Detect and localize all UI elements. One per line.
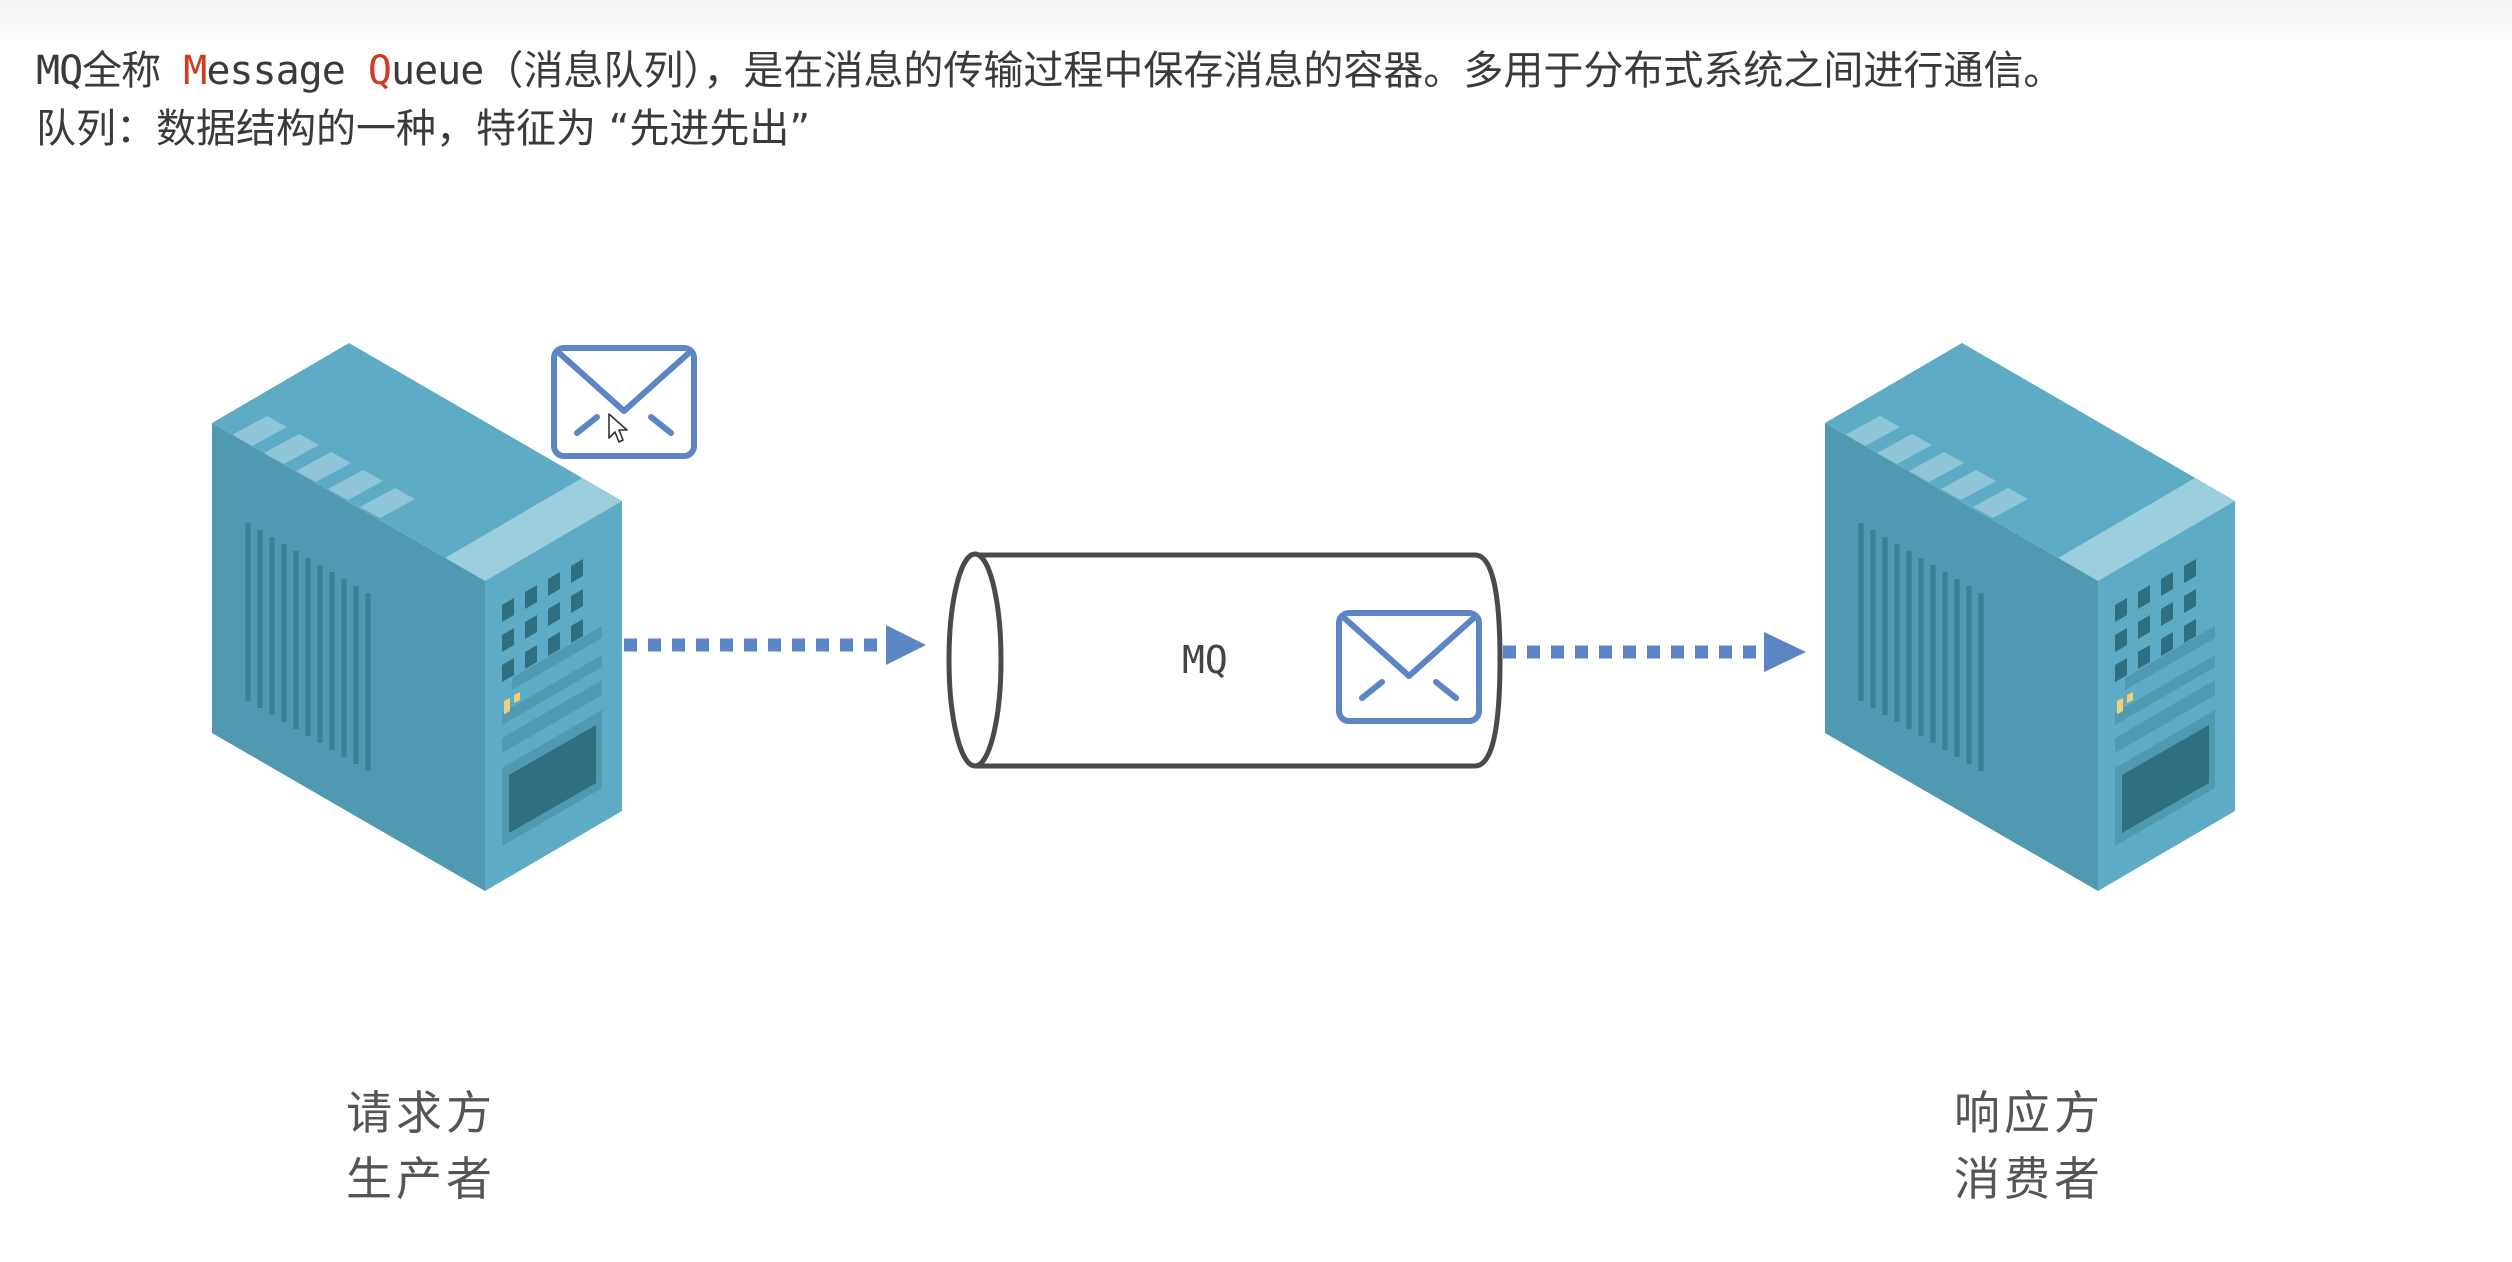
- producer-to-mq-arrow: [624, 625, 926, 665]
- mouse-pointer-icon: [608, 413, 628, 443]
- queue-label: MQ: [1182, 638, 1228, 682]
- queued-message-envelope-icon: [1339, 613, 1479, 721]
- producer-label-line-2: 生产者: [346, 1152, 496, 1206]
- intro-line-2: 队列：数据结构的一种，特征为 “先进先出”: [36, 106, 811, 152]
- intro-ueue: ueue: [391, 48, 484, 94]
- intro-prefix: MQ全称: [36, 48, 184, 94]
- consumer-server-icon: [1825, 343, 2235, 891]
- intro-essage: essage: [206, 48, 368, 94]
- consumer-label-line-2: 消费者: [1954, 1152, 2104, 1206]
- producer-label: 请求方 生产者: [346, 1080, 496, 1212]
- highlight-q: Q: [367, 48, 392, 94]
- intro-rest: （消息队列），是在消息的传输过程中保存消息的容器。多用于分布式系统之间进行通信。: [483, 48, 2064, 94]
- consumer-label-line-1: 响应方: [1954, 1086, 2104, 1140]
- intro-line-1: MQ全称 Message Queue（消息队列），是在消息的传输过程中保存消息的…: [36, 42, 2063, 100]
- consumer-label: 响应方 消费者: [1954, 1080, 2104, 1212]
- sent-message-envelope-icon: [554, 348, 694, 456]
- mq-to-consumer-arrow: [1503, 632, 1806, 672]
- intro-text: MQ全称 Message Queue（消息队列），是在消息的传输过程中保存消息的…: [36, 42, 2063, 158]
- producer-label-line-1: 请求方: [346, 1086, 496, 1140]
- highlight-m: M: [183, 48, 207, 94]
- top-bar: [0, 0, 2512, 40]
